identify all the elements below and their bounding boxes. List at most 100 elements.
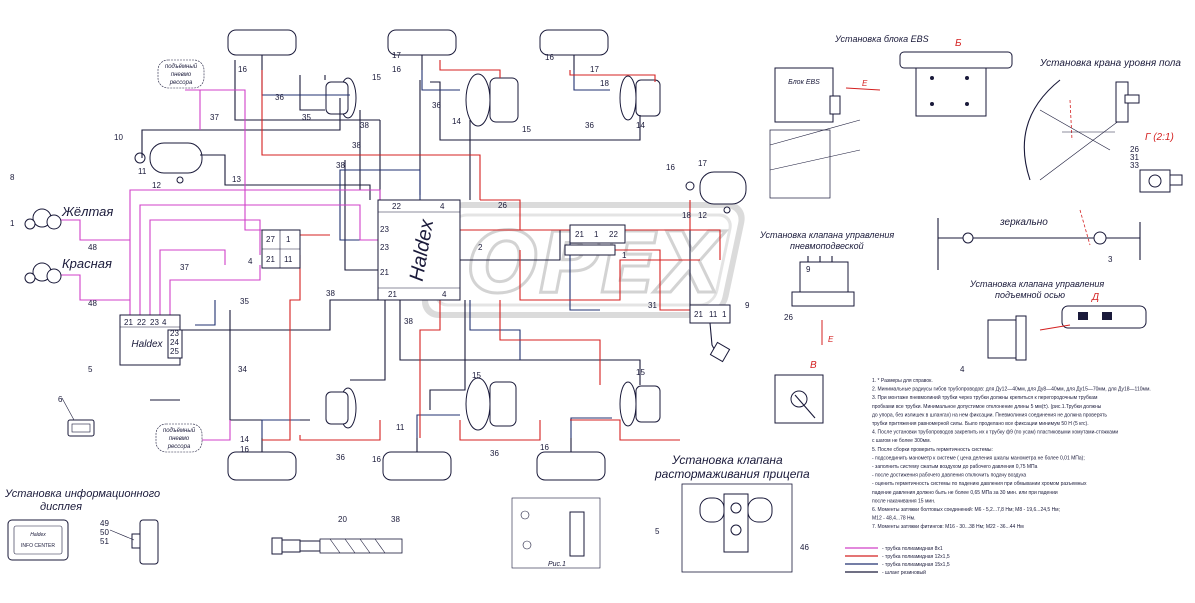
callout-36-b: 36 [432,101,441,110]
callout-16-d: 16 [666,163,675,172]
view-letter-e-susp: Е [828,335,834,344]
callout-48-b: 48 [88,299,97,308]
lift-valve-title-1: Установка клапана управления [969,279,1104,289]
view-letter-e-top: Е [862,79,868,88]
view-letter-d: Д [1091,292,1099,303]
bellows-bottom-line-2: пневмо [169,436,190,442]
note-line: 3. При монтаже пневмолиний трубки через … [872,394,1098,401]
info-display-install: Установка информационного дисплея Haldex… [4,488,160,565]
port-22: 22 [392,202,401,211]
note-line: - оценить герметичность системы по паден… [872,481,1087,487]
valve-center-port-1: 1 [594,230,599,239]
wheel-top-1 [227,29,297,56]
coupling-head-red-label: Красная [62,256,112,271]
callout-1-head: 1 [10,219,15,228]
trailer-release-valve-install: Установка клапана растормаживания прицеп… [654,453,810,573]
legend-item-2: - трубка полиамидная 12х1,5 [882,554,950,560]
note-line: - заполнить систему сжатым воздухом до р… [872,464,1038,470]
wheel-bottom-1 [227,451,297,481]
callout-35-b: 35 [240,297,249,306]
view-letter-b: Б [955,38,962,49]
callout-11-b: 11 [396,423,405,432]
air-tanks [134,142,747,214]
wheel-bottom-3 [536,451,606,481]
note-line: 5. После сборки проверить герметичность … [872,447,993,453]
valve-4-port-11: 11 [284,255,293,264]
valve-9: 21 11 1 [689,304,731,363]
note-line: 1. * Размеры для справок. [872,378,933,384]
air-tank-right [699,171,747,205]
callout-38-b: 38 [352,141,361,150]
callout-36-e: 36 [490,449,499,458]
port-21b: 21 [388,290,397,299]
callout-16-f: 16 [372,455,381,464]
note-line: - после достижения рабочего давления отк… [872,473,1026,479]
callout-3: 3 [1108,255,1113,264]
callout-9-susp: 9 [806,265,811,274]
note-line: - подсоединить манометр к системе ( цена… [872,455,1085,461]
callout-14-b: 14 [636,121,645,130]
note-line: М12 - 48,4...78 Нм. [872,516,915,522]
callout-2: 2 [478,243,483,252]
note-line: падение давления должно быть не более 0,… [872,490,1058,496]
callout-9-main: 9 [745,301,750,310]
callout-48-a: 48 [88,243,97,252]
callout-34: 34 [238,365,247,374]
bellows-bottom-line-3: рессора [167,444,191,450]
callout-13: 13 [232,175,241,184]
callout-6: 6 [58,395,63,404]
valve-9-port-11: 11 [709,310,718,319]
callout-5-release: 5 [655,527,660,536]
note-line: 2. Минимальные радиусы гибов трубопровод… [872,387,1151,393]
callout-15-b: 15 [522,125,531,134]
wheels [227,29,609,481]
info-center-label: INFO CENTER [21,543,55,549]
haldex-small-module: Haldex 21 22 23 4 23 24 25 [119,314,183,366]
port-4a: 4 [440,202,445,211]
valve-4-port-1: 1 [286,235,291,244]
bellows-top-line-3: рессора [169,80,193,86]
callout-50: 50 [100,528,109,537]
bellows-note-top: подъёмный пневмо рессора [157,59,205,89]
callout-16-e: 16 [240,445,249,454]
callout-16-g: 16 [540,443,549,452]
callout-36-a: 36 [275,93,284,102]
valve-9-port-1: 1 [722,310,727,319]
coupling-heads: Жёлтая Красная [24,204,113,284]
callout-12-a: 12 [698,211,707,220]
s-port-22: 22 [137,318,146,327]
callout-26-susp: 26 [784,313,793,322]
port-23a: 23 [380,225,389,234]
callout-16-b: 16 [392,65,401,74]
valve-4-port-27: 27 [266,235,275,244]
ebs-block-install: Установка блока EBS Б Блок EBS Е [769,34,1013,199]
fitting-detail: 20 38 [271,515,403,555]
valve-9-port-21: 21 [694,310,703,319]
susp-valve-title-2: пневмоподвеской [790,241,864,251]
floor-level-valve-install: Установка крана уровня пола Г (2:1) 26 3… [1023,58,1183,193]
callouts: 16 36 37 35 15 38 38 38 17 16 36 14 15 1… [10,51,750,464]
view-letter-g: Г (2:1) [1145,132,1174,143]
callout-35-a: 35 [302,113,311,122]
callout-33: 33 [1130,161,1139,170]
brake-chambers [325,73,661,431]
callout-15-c: 15 [472,371,481,380]
callout-31: 31 [1130,153,1139,162]
susp-valve-title-1: Установка клапана управления [759,230,894,240]
port-21a: 21 [380,268,389,277]
lift-axle-valve-install: Установка клапана управления подъемной о… [960,279,1147,374]
bellows-bottom-line-1: подъёмный [163,427,196,434]
callout-17-b: 17 [590,65,599,74]
view-b-detail: В [774,360,824,424]
info-center-brand: Haldex [30,532,46,538]
bellows-top-line-1: подъёмный [165,63,198,70]
callout-16-c: 16 [545,53,554,62]
callout-4-main: 4 [248,257,253,266]
s-port-23b: 23 [170,329,179,338]
callout-4-lift: 4 [960,365,965,374]
legend-item-4: - шланг резиновый [882,569,926,576]
s-port-21: 21 [124,318,133,327]
wheel-top-3 [539,29,609,56]
figure-1: Рис.1 [511,497,601,569]
valve-4-port-21: 21 [266,255,275,264]
